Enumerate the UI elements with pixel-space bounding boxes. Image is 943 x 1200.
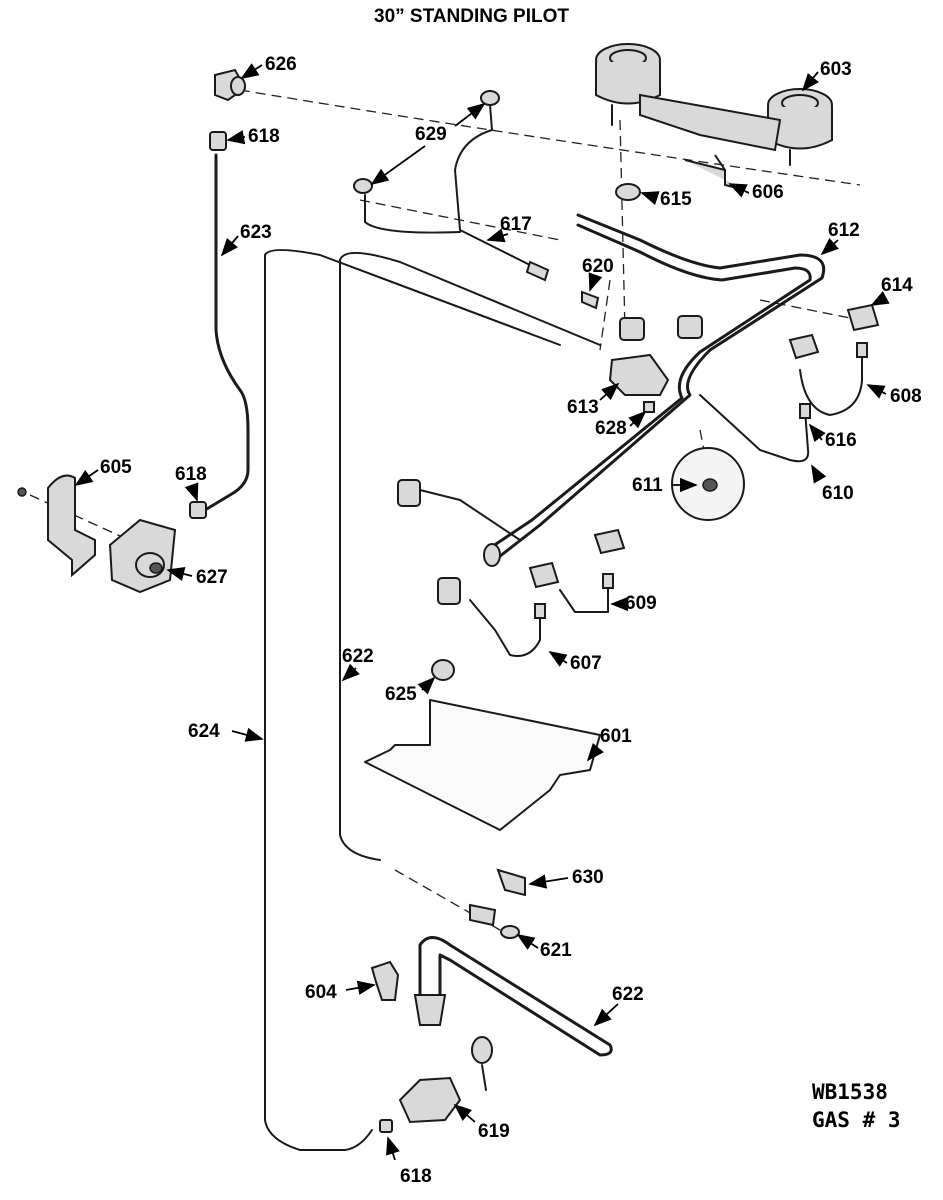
label-628: 628 xyxy=(595,418,627,439)
label-607: 607 xyxy=(570,653,602,674)
label-625: 625 xyxy=(385,684,417,705)
clip-620 xyxy=(581,290,600,310)
oven-burner-622 xyxy=(413,936,613,1057)
label-621: 621 xyxy=(540,940,572,961)
label-630: 630 xyxy=(572,867,604,888)
tube-624-top xyxy=(264,249,561,346)
label-622-upper: 622 xyxy=(342,646,374,667)
tube-622-top xyxy=(339,251,601,346)
label-610: 610 xyxy=(822,483,854,504)
label-612: 612 xyxy=(828,220,860,241)
bracket-604 xyxy=(370,960,400,1001)
burner-bracket-606 xyxy=(684,154,746,191)
label-604: 604 xyxy=(305,982,337,1003)
label-613: 613 xyxy=(567,397,599,418)
label-629: 629 xyxy=(415,124,447,145)
label-615: 615 xyxy=(660,189,692,210)
burner-valves xyxy=(397,303,880,605)
clip-630 xyxy=(496,868,526,897)
label-601: 601 xyxy=(600,726,632,747)
label-618-top: 618 xyxy=(248,126,280,147)
gas-code: GAS # 3 xyxy=(812,1108,901,1132)
label-603: 603 xyxy=(820,59,852,80)
ring-615 xyxy=(615,183,641,201)
label-624: 624 xyxy=(188,721,220,742)
label-614: 614 xyxy=(881,275,913,296)
orifice-disk-611 xyxy=(671,447,745,521)
fitting-618-top xyxy=(209,131,227,151)
label-617: 617 xyxy=(500,214,532,235)
alignment-lines xyxy=(29,89,861,931)
callout-labels: 626 618 629 603 615 606 623 617 612 620 … xyxy=(74,54,922,1187)
diagram-title: 30” STANDING PILOT xyxy=(374,6,569,27)
oven-valve-619 xyxy=(379,1036,493,1133)
label-627: 627 xyxy=(196,567,228,588)
label-623: 623 xyxy=(240,222,272,243)
fitting-621 xyxy=(469,903,497,927)
label-618-bottom: 618 xyxy=(400,1166,432,1187)
tube-623 xyxy=(203,153,250,512)
label-611: 611 xyxy=(632,475,663,496)
label-609: 609 xyxy=(625,593,657,614)
label-620: 620 xyxy=(582,256,614,277)
label-618-mid: 618 xyxy=(175,464,207,485)
label-626: 626 xyxy=(265,54,297,75)
nut-625 xyxy=(431,659,455,681)
label-622-lower: 622 xyxy=(612,984,644,1005)
label-605: 605 xyxy=(100,457,132,478)
manifold-612 xyxy=(483,213,826,567)
fitting-621b xyxy=(500,925,520,939)
label-619: 619 xyxy=(478,1121,510,1142)
elbow-fitting-626 xyxy=(214,68,247,102)
drawing-code: WB1538 xyxy=(812,1080,888,1104)
bracket-605 xyxy=(17,474,96,578)
fitting-628 xyxy=(643,401,655,413)
tube-622-upper xyxy=(339,259,381,861)
label-608: 608 xyxy=(890,386,922,407)
top-burner-assembly-603 xyxy=(595,43,833,166)
label-616: 616 xyxy=(825,430,857,451)
pilot-tubing-617 xyxy=(353,90,550,282)
pressure-regulator-627 xyxy=(108,518,177,594)
pilot-valve-613 xyxy=(608,353,670,396)
fitting-618-mid xyxy=(189,501,207,519)
shield-601 xyxy=(364,699,601,831)
burner-tubes xyxy=(419,342,868,657)
label-606: 606 xyxy=(752,182,784,203)
tube-624 xyxy=(264,254,373,1151)
